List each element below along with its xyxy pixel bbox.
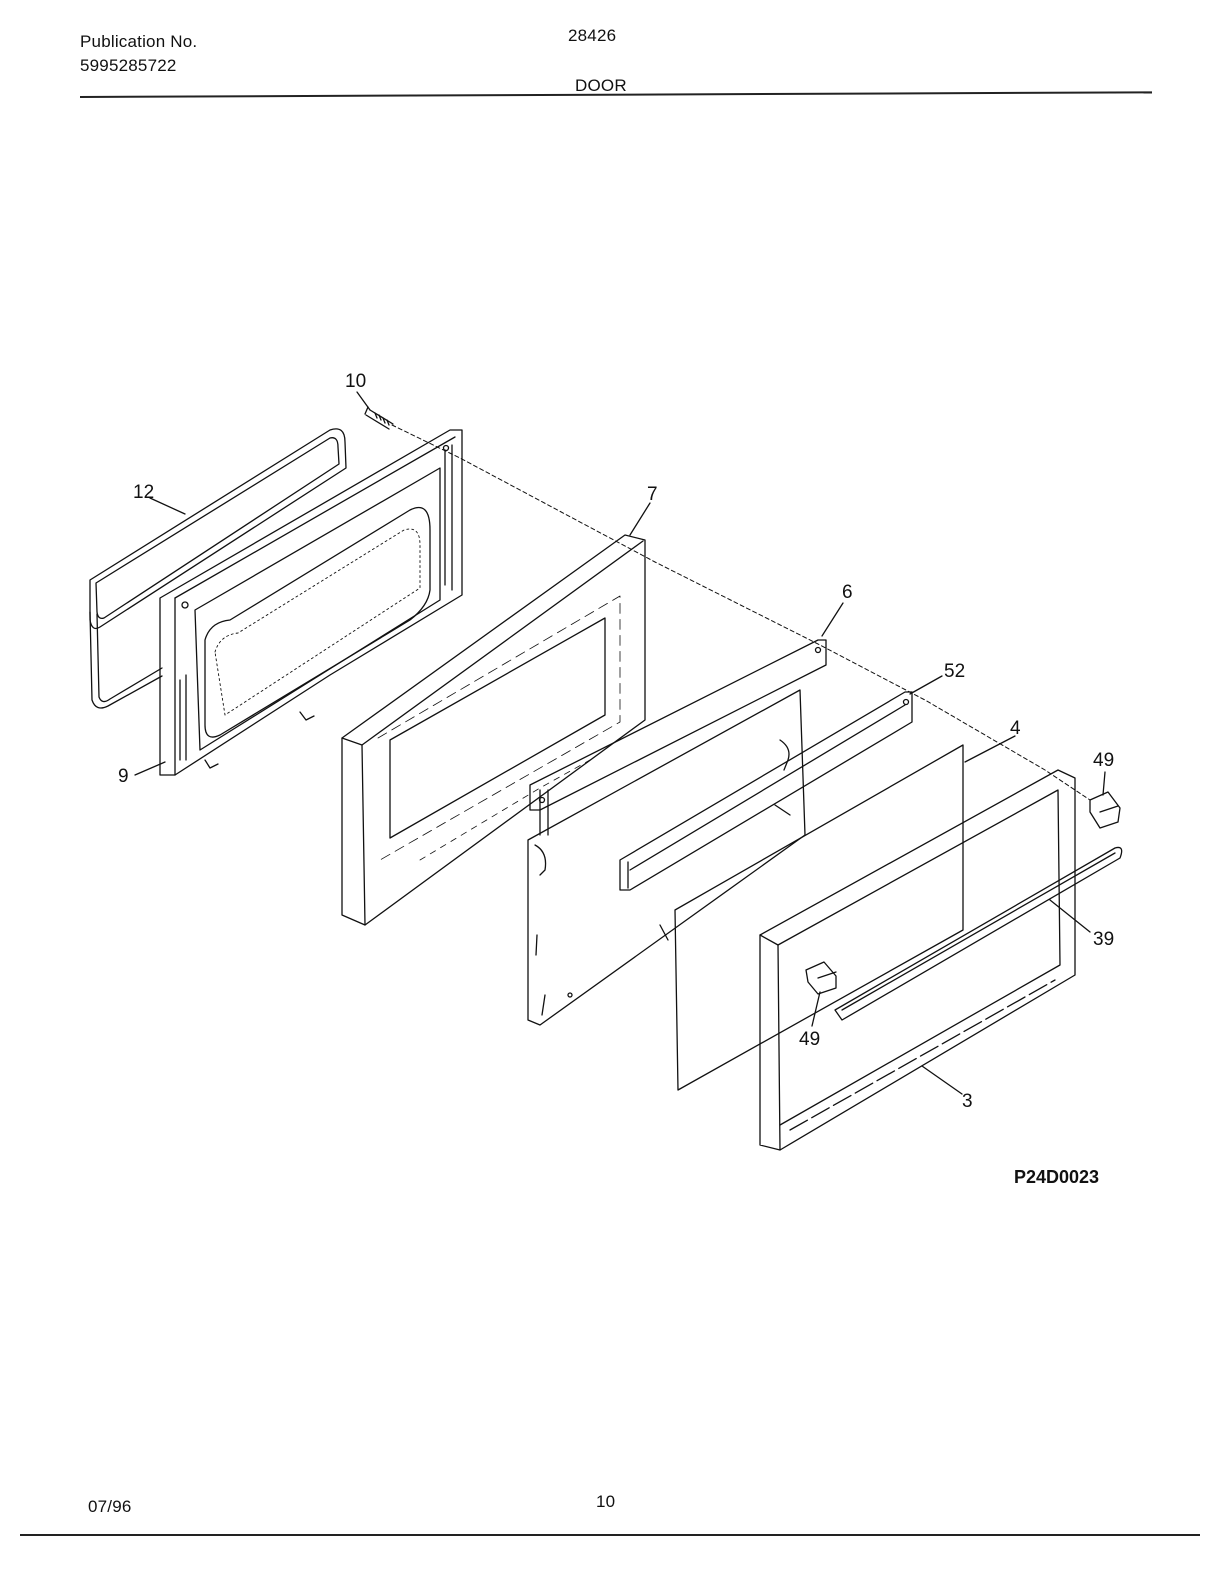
callout-39: 39 — [1093, 929, 1114, 950]
callout-3: 3 — [962, 1091, 973, 1112]
leader-49a — [1102, 771, 1106, 796]
clip-part-lower — [805, 961, 837, 995]
publication-label: Publication No. — [80, 32, 198, 51]
section-title: DOOR — [575, 76, 627, 95]
leader-7 — [629, 502, 651, 536]
footer-date: 07/96 — [88, 1497, 132, 1516]
leader-10 — [356, 391, 371, 411]
footer-rule — [20, 1534, 1200, 1536]
callout-6: 6 — [842, 582, 853, 603]
leader-3 — [921, 1065, 963, 1095]
callout-49-upper: 49 — [1093, 750, 1114, 771]
callout-52: 52 — [944, 661, 965, 682]
callout-12: 12 — [133, 482, 154, 503]
model-number: 28426 — [568, 26, 617, 45]
publication-number: 5995285722 — [80, 56, 177, 75]
gasket-part — [89, 428, 347, 709]
leader-39 — [1049, 899, 1091, 933]
outer-door-panel-part — [341, 534, 646, 926]
handle-bar-part — [834, 846, 1123, 1021]
leader-6 — [821, 602, 844, 637]
callout-7: 7 — [647, 484, 658, 505]
callout-9: 9 — [118, 766, 129, 787]
leader-52 — [909, 675, 943, 695]
outer-frame-part — [759, 769, 1076, 1151]
assembly-line — [391, 424, 1091, 801]
leader-9 — [134, 761, 166, 776]
leader-12 — [149, 497, 186, 515]
inner-liner-part — [159, 429, 463, 776]
callout-10: 10 — [345, 371, 366, 392]
callout-4: 4 — [1010, 718, 1021, 739]
callout-49-lower: 49 — [799, 1029, 820, 1050]
page-number: 10 — [596, 1492, 616, 1511]
clip-part-upper — [1089, 791, 1121, 829]
leader-4 — [964, 735, 1016, 763]
glass-panel-part — [674, 744, 964, 1091]
screw-part — [364, 406, 394, 430]
vent-strip-part — [619, 691, 913, 891]
door-frame-part — [527, 639, 827, 1026]
leader-49b — [811, 991, 821, 1027]
drawing-code: P24D0023 — [1014, 1167, 1099, 1187]
